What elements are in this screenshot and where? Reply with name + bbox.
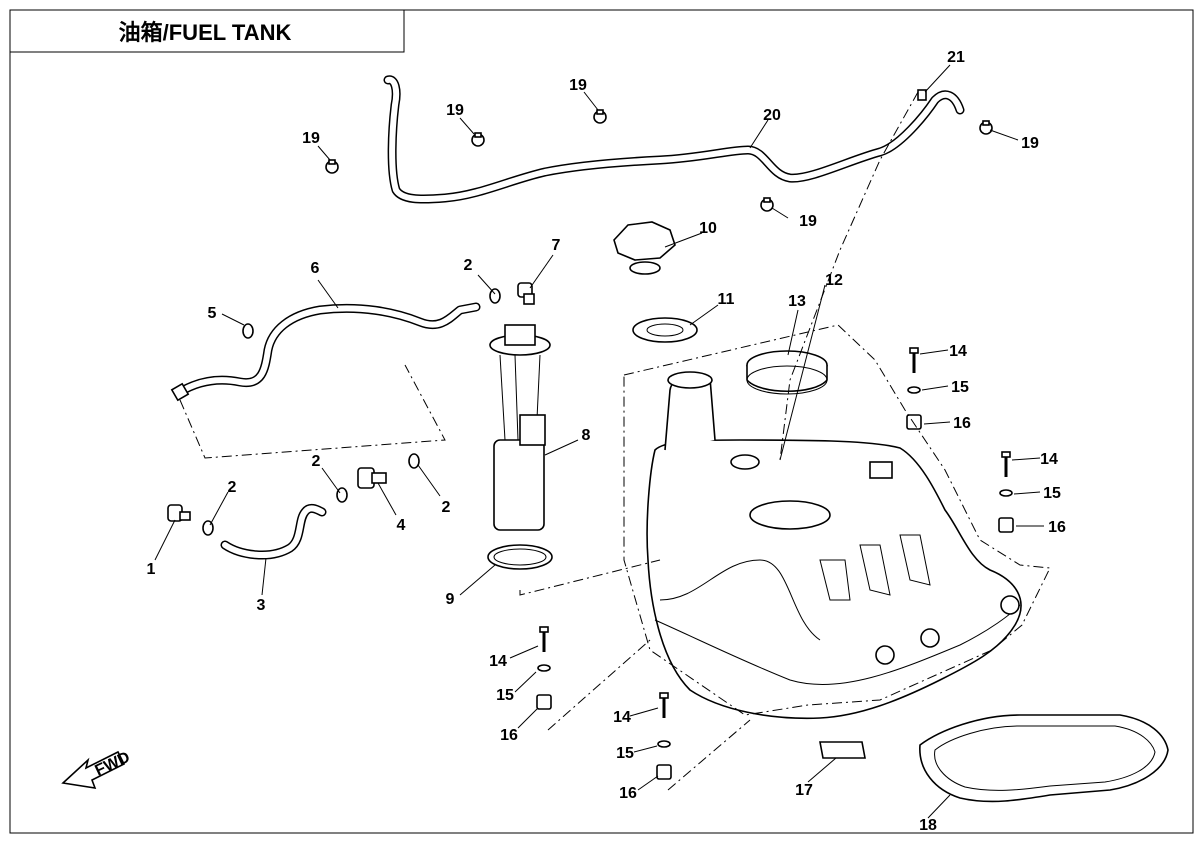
callout-15: 15: [616, 745, 634, 762]
forward-arrow-icon: FWD: [61, 749, 133, 790]
callout-13: 13: [788, 293, 806, 310]
callout-19: 19: [1021, 135, 1039, 152]
callout-19: 19: [569, 77, 587, 94]
callout-5: 5: [208, 305, 217, 322]
clip-19-icon: [325, 109, 993, 212]
callout-1: 1: [147, 561, 156, 578]
fuel-hose-3: [220, 503, 327, 560]
callout-14: 14: [949, 343, 967, 360]
fuel-tank-12: [646, 371, 1022, 720]
callout-15: 15: [496, 687, 514, 704]
callout-19: 19: [799, 213, 817, 230]
leader-lines: [154, 64, 1044, 819]
callout-16: 16: [500, 727, 518, 744]
callout-6: 6: [311, 260, 320, 277]
callout-16: 16: [1048, 519, 1066, 536]
callout-9: 9: [446, 591, 455, 608]
callout-19: 19: [446, 102, 464, 119]
callout-20: 20: [763, 107, 781, 124]
callout-18: 18: [919, 817, 937, 834]
forward-label: FWD: [93, 749, 133, 780]
fitting-1-icon: [167, 504, 191, 522]
fuel-hose-6: [170, 302, 481, 402]
lock-ring-13: [746, 350, 828, 395]
callout-17: 17: [795, 782, 813, 799]
fuel-pump-8: [489, 324, 551, 531]
title-box: [10, 10, 405, 53]
callout-8: 8: [582, 427, 591, 444]
callout-14: 14: [1040, 451, 1058, 468]
callout-labels: 1 2 2 2 2 3 4 5 6 7 8 9 10 11 12 13 14 1…: [147, 49, 1066, 834]
callout-12: 12: [825, 272, 843, 289]
callout-2: 2: [228, 479, 237, 496]
bolt-stack-icon: [536, 347, 1014, 780]
callout-2: 2: [312, 453, 321, 470]
callout-15: 15: [1043, 485, 1061, 502]
callout-15: 15: [951, 379, 969, 396]
pad-17-icon: [819, 741, 866, 759]
callout-11: 11: [718, 291, 735, 308]
vent-hose-20: [383, 75, 965, 204]
drawing-frame: [9, 9, 1194, 834]
callout-10: 10: [699, 220, 717, 237]
callout-14: 14: [489, 653, 507, 670]
callout-21: 21: [947, 49, 965, 66]
hose-clamp-icon: [202, 288, 501, 536]
callout-3: 3: [257, 597, 266, 614]
callout-2: 2: [442, 499, 451, 516]
callout-16: 16: [619, 785, 637, 802]
fuel-cap-10: [613, 221, 676, 275]
assembly-dash-lines: [179, 91, 1051, 791]
callout-16: 16: [953, 415, 971, 432]
callout-4: 4: [397, 517, 406, 534]
quick-connector-4-icon: [357, 467, 387, 489]
heat-shield-18: [919, 714, 1169, 803]
callout-7: 7: [552, 237, 561, 254]
fitting-21-icon: [917, 89, 927, 101]
callout-2: 2: [464, 257, 473, 274]
callout-19: 19: [302, 130, 320, 147]
quick-connector-7-icon: [517, 282, 535, 305]
callout-14: 14: [613, 709, 631, 726]
gasket-11: [632, 317, 698, 343]
page-title: 油箱/FUEL TANK: [119, 20, 292, 45]
